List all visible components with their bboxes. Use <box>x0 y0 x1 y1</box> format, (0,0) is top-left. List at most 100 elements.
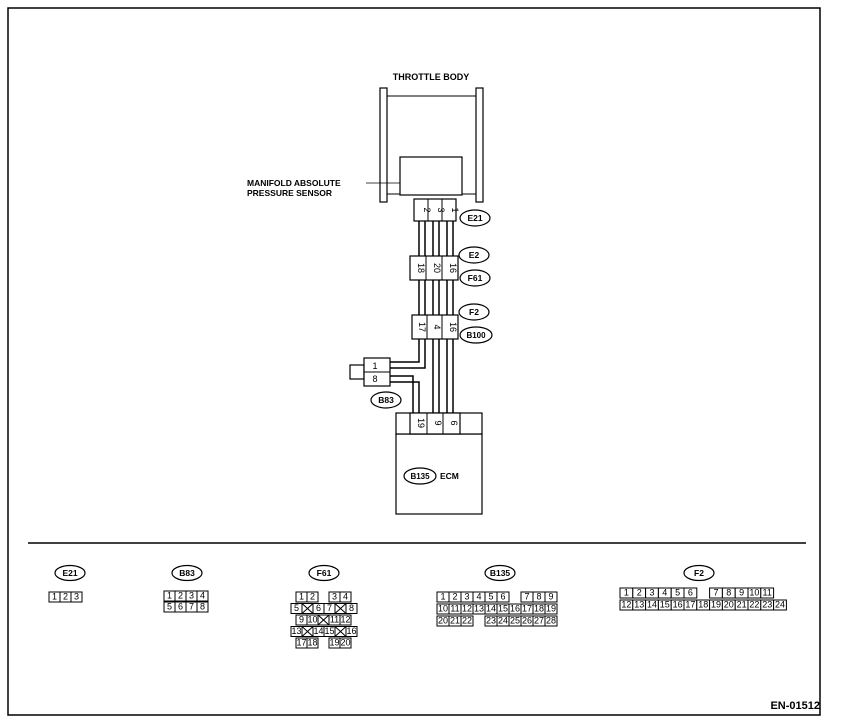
svg-text:16: 16 <box>346 626 356 636</box>
svg-text:7: 7 <box>327 603 332 613</box>
svg-text:4: 4 <box>200 591 205 601</box>
svg-text:19: 19 <box>711 600 721 610</box>
svg-text:24: 24 <box>498 616 508 626</box>
svg-text:F61: F61 <box>317 568 332 578</box>
svg-text:14: 14 <box>486 604 496 614</box>
svg-text:2: 2 <box>452 592 457 602</box>
svg-text:4: 4 <box>343 592 348 602</box>
tag-e2: E2 <box>458 246 490 264</box>
tag-f2: F2 <box>458 303 490 321</box>
svg-text:1: 1 <box>52 592 57 602</box>
svg-text:5: 5 <box>488 592 493 602</box>
svg-text:8: 8 <box>536 592 541 602</box>
tag-f61: F61 <box>459 269 491 287</box>
svg-text:22: 22 <box>462 616 472 626</box>
svg-text:22: 22 <box>749 600 759 610</box>
pin-f61-c: 16 <box>448 263 458 273</box>
svg-text:25: 25 <box>510 616 520 626</box>
connector-b100: 17 4 16 <box>411 314 459 340</box>
svg-text:E2: E2 <box>469 250 480 260</box>
svg-text:1: 1 <box>624 588 629 598</box>
svg-text:2: 2 <box>63 592 68 602</box>
svg-text:12: 12 <box>340 615 350 625</box>
svg-text:8: 8 <box>200 602 205 612</box>
pin-b135-b: 9 <box>433 420 443 425</box>
sensor-label-line1: MANIFOLD ABSOLUTE <box>247 178 341 188</box>
svg-text:B135: B135 <box>490 568 511 578</box>
tag-b100: B100 <box>459 326 493 344</box>
svg-text:26: 26 <box>522 616 532 626</box>
svg-text:13: 13 <box>474 604 484 614</box>
tag-e21: E21 <box>459 209 491 227</box>
figure-code: EN-01512 <box>770 700 820 712</box>
svg-text:B83: B83 <box>179 568 195 578</box>
connector-e21: 2 3 1 <box>413 198 460 222</box>
svg-text:21: 21 <box>450 616 460 626</box>
svg-text:8: 8 <box>726 588 731 598</box>
pin-f61-b: 20 <box>432 263 442 273</box>
svg-text:6: 6 <box>688 588 693 598</box>
svg-text:18: 18 <box>307 638 317 648</box>
svg-text:15: 15 <box>324 626 334 636</box>
svg-text:5: 5 <box>167 602 172 612</box>
svg-text:21: 21 <box>737 600 747 610</box>
svg-text:9: 9 <box>548 592 553 602</box>
svg-text:23: 23 <box>762 600 772 610</box>
svg-text:2: 2 <box>637 588 642 598</box>
svg-text:13: 13 <box>634 600 644 610</box>
ecm-module: 19 9 6 B135 ECM <box>395 412 483 515</box>
legend-tag-f2: F2 <box>683 564 715 582</box>
svg-text:1: 1 <box>299 592 304 602</box>
svg-text:10: 10 <box>438 604 448 614</box>
tag-b83: B83 <box>370 391 402 409</box>
svg-text:16: 16 <box>510 604 520 614</box>
svg-text:17: 17 <box>296 638 306 648</box>
svg-text:10: 10 <box>749 588 759 598</box>
svg-text:F61: F61 <box>468 273 483 283</box>
svg-text:6: 6 <box>178 602 183 612</box>
svg-text:12: 12 <box>621 600 631 610</box>
svg-text:23: 23 <box>486 616 496 626</box>
pin-e21-a: 2 <box>422 207 432 212</box>
svg-text:8: 8 <box>349 603 354 613</box>
svg-text:17: 17 <box>685 600 695 610</box>
svg-text:12: 12 <box>462 604 472 614</box>
ecm-label: ECM <box>440 471 459 481</box>
svg-text:9: 9 <box>299 615 304 625</box>
svg-text:14: 14 <box>313 626 323 636</box>
legend-tag-b83: B83 <box>171 564 203 582</box>
svg-text:4: 4 <box>662 588 667 598</box>
svg-text:27: 27 <box>534 616 544 626</box>
svg-text:19: 19 <box>546 604 556 614</box>
legend-tag-f61: F61 <box>308 564 340 582</box>
svg-text:3: 3 <box>189 591 194 601</box>
svg-text:28: 28 <box>546 616 556 626</box>
svg-text:6: 6 <box>316 603 321 613</box>
svg-text:B83: B83 <box>378 395 394 405</box>
svg-text:7: 7 <box>524 592 529 602</box>
pin-b135-a: 19 <box>416 418 426 428</box>
svg-text:9: 9 <box>739 588 744 598</box>
pin-b100-b: 4 <box>432 324 442 329</box>
pin-b100-c: 16 <box>448 322 458 332</box>
tag-b135: B135 <box>410 472 430 481</box>
outer-frame <box>7 7 821 716</box>
svg-text:E21: E21 <box>62 568 77 578</box>
svg-text:7: 7 <box>713 588 718 598</box>
svg-text:5: 5 <box>294 603 299 613</box>
svg-text:E21: E21 <box>467 213 482 223</box>
svg-text:3: 3 <box>332 592 337 602</box>
pin-e21-c: 1 <box>450 207 460 212</box>
svg-text:18: 18 <box>534 604 544 614</box>
